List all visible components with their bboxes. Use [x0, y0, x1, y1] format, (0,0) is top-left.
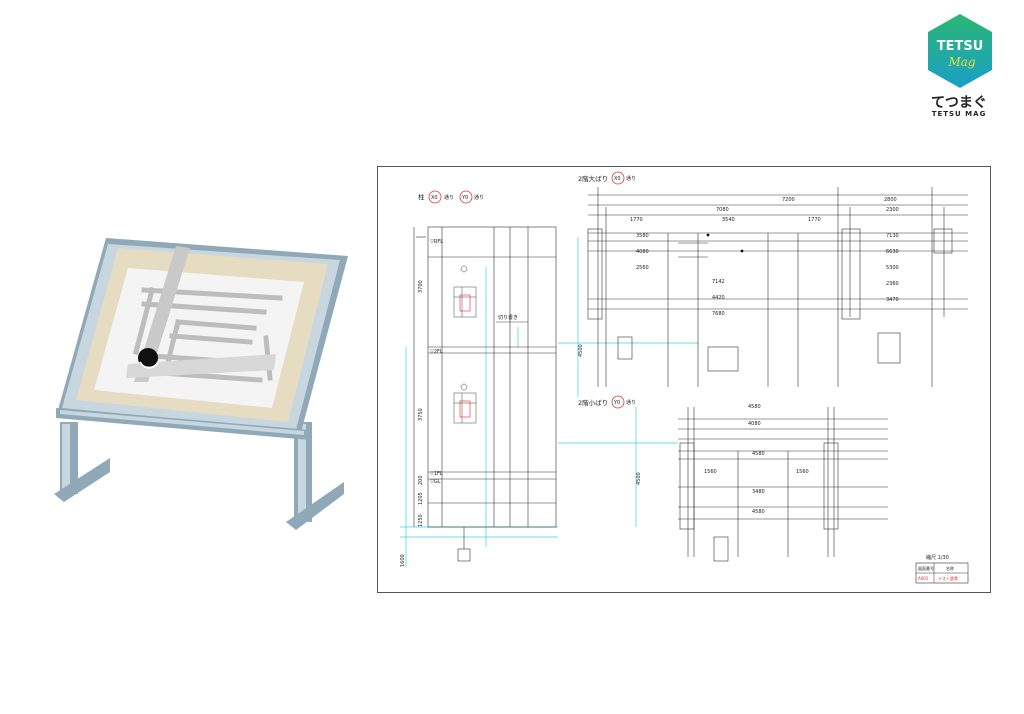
column-dim-5: 1250: [418, 514, 424, 527]
side-dim-2: 4500: [578, 344, 584, 357]
ruler-knob: [138, 348, 158, 368]
beam-y-member-5: 4580: [752, 509, 765, 515]
level-gl: ▽GL: [430, 479, 441, 485]
level-2fl: ▽2FL: [430, 349, 443, 355]
beam-y-title-suffix: 通り: [626, 399, 636, 406]
beam-x-member-5: 4420: [712, 295, 725, 301]
beam-x-member-2: 4080: [636, 249, 649, 255]
tetsu-mag-logo[interactable]: TETSU Mag てつまぐ TETSU MAG: [924, 12, 996, 118]
title-block-red1: A001: [918, 576, 929, 581]
drawing-canvas: 柱 X0 通り Y0 通り: [400, 171, 969, 584]
beam-x-member-1: 3580: [636, 233, 649, 239]
beam-x-elevation: 2階大ばり X0 通り: [578, 171, 968, 387]
column-title-grid-y: Y0: [461, 195, 468, 201]
beam-x-member-6: 7680: [712, 311, 725, 317]
title-block-col2: 名称: [946, 565, 954, 571]
drafting-table-illustration: [54, 238, 348, 530]
beam-y-member-3: 1560: [796, 469, 809, 475]
beam-y-elevation: 2階小ばり Y0 通り 4580 4080 4580 1560 1560: [400, 344, 888, 567]
scale-note: 縮尺 1/30: [926, 554, 949, 561]
beam-x-member-4: 7142: [712, 279, 725, 285]
beam-y-member-4: 3480: [752, 489, 765, 495]
beam-y-title-grid: Y0: [613, 400, 620, 406]
beam-x-title-suffix: 通り: [626, 175, 636, 182]
title-block: 図面番号 名称 A001 テスト鉄骨: [915, 562, 969, 584]
steel-drawing-sheet: 柱 X0 通り Y0 通り: [377, 166, 991, 593]
column-dim-3: 200: [418, 475, 424, 485]
column-title-suffix: 通り: [474, 194, 484, 201]
beam-x-dim-2: 2800: [884, 197, 897, 203]
beam-x-title-prefix: 2階大ばり: [578, 174, 608, 183]
cut-label: 切り書き: [498, 314, 518, 321]
beam-x-member-8: 6630: [886, 249, 899, 255]
title-block-red2: テスト鉄骨: [938, 575, 958, 581]
logo-english-text: TETSU MAG: [931, 110, 987, 118]
cyan-guide-lines: [400, 237, 698, 567]
beam-y-title-prefix: 2階小ばり: [578, 398, 608, 407]
column-title-connector: 通り: [444, 194, 454, 201]
beam-x-title-grid: X0: [614, 176, 621, 182]
beam-x-dim-4: 2300: [886, 207, 899, 213]
column-title-prefix: 柱: [418, 192, 425, 201]
beam-y-dim-2: 4080: [748, 421, 761, 427]
beam-x-member-3: 2560: [636, 265, 649, 271]
column-elevation: 柱 X0 通り Y0 通り: [413, 190, 557, 562]
beam-x-dim-7: 1770: [808, 217, 821, 223]
column-dim-1: 3700: [418, 280, 424, 293]
beam-y-member-2: 1560: [704, 469, 717, 475]
level-rfl: ▽RFL: [430, 239, 443, 245]
logo-hexagon-icon: TETSU Mag: [928, 14, 992, 88]
column-dim-4: 1205: [418, 492, 424, 505]
beam-x-dim-6: 3540: [722, 217, 735, 223]
beam-y-dim-1: 4580: [748, 404, 761, 410]
beam-x-dim-3: 7080: [716, 207, 729, 213]
column-title-grid-x: X0: [431, 195, 438, 201]
side-dim-1: 4500: [636, 472, 642, 485]
beam-x-member-7: 7130: [886, 233, 899, 239]
logo-wordmark-line1: TETSU: [937, 39, 984, 54]
side-dim-3: 1600: [400, 554, 406, 567]
beam-x-dim-1: 7200: [782, 197, 795, 203]
table-legs: [54, 422, 344, 530]
logo-japanese-text: てつまぐ: [931, 95, 987, 111]
beam-x-dim-5: 1770: [630, 217, 643, 223]
column-dim-2: 3750: [418, 408, 424, 421]
beam-x-member-11: 3470: [886, 297, 899, 303]
beam-x-member-9: 5300: [886, 265, 899, 271]
title-block-col1: 図面番号: [918, 565, 934, 571]
level-1fl: ▽1FL: [430, 471, 443, 477]
beam-x-member-10: 2360: [886, 281, 899, 287]
logo-wordmark-line2: Mag: [947, 55, 975, 69]
beam-y-member-1: 4580: [752, 451, 765, 457]
